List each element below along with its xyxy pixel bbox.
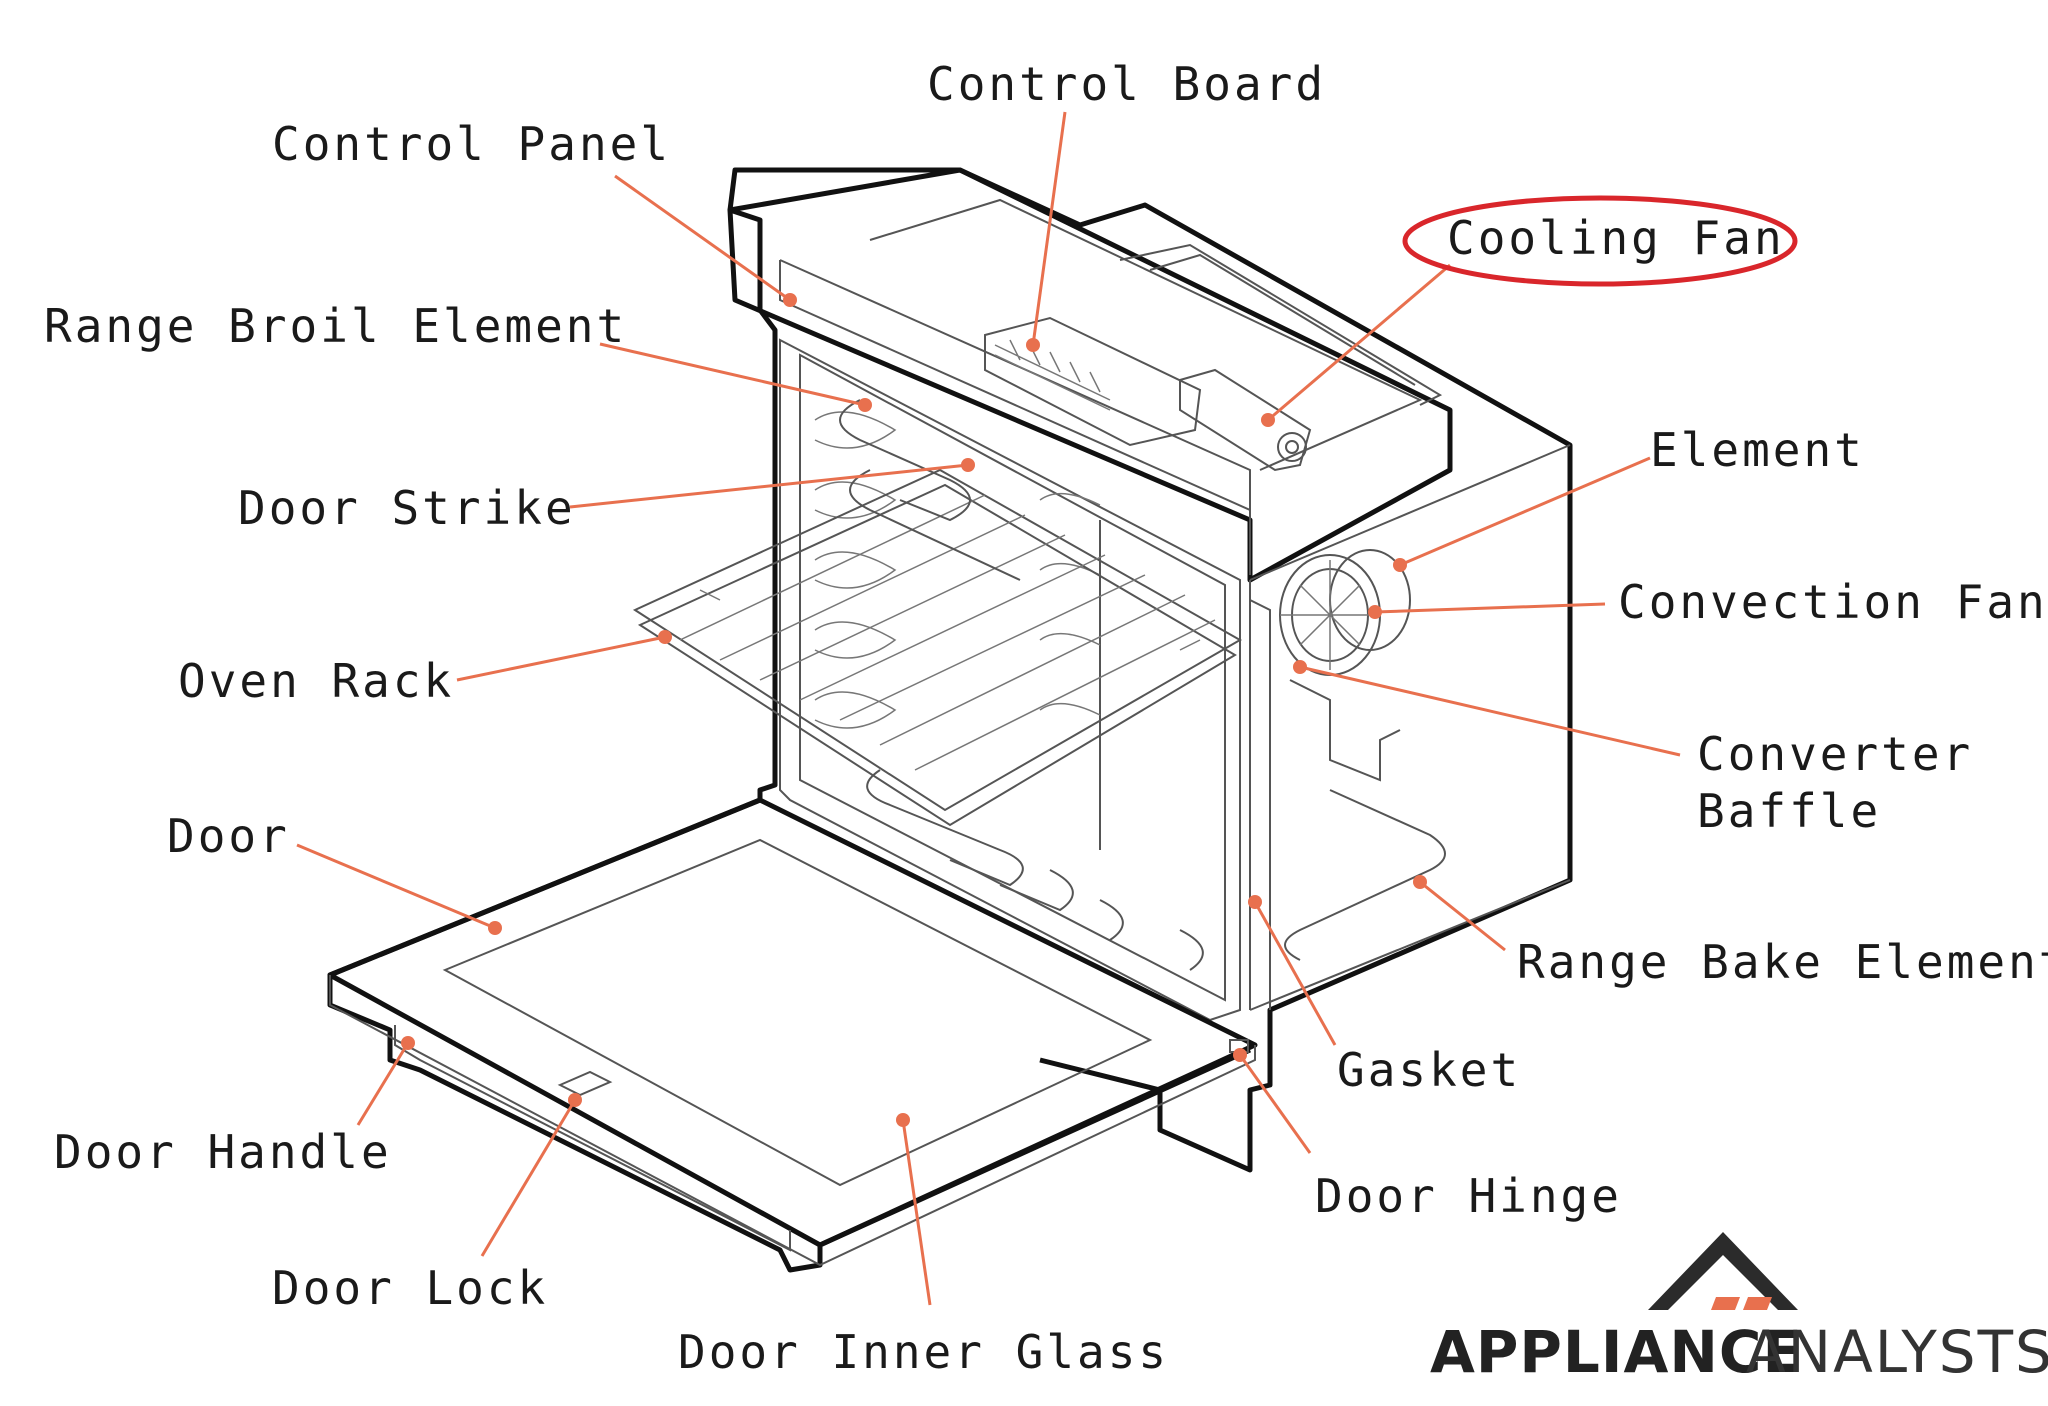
oven-rack-part	[632, 468, 1243, 827]
bake-element-part	[866, 769, 1446, 971]
label-convection-fan: Convection Fan	[1618, 575, 2048, 629]
control-board-part	[984, 316, 1202, 447]
label-door-lock: Door Lock	[272, 1261, 548, 1315]
label-oven-rack: Oven Rack	[178, 654, 454, 708]
leader-gasket	[1253, 901, 1337, 1046]
label-cooling-fan: Cooling Fan	[1447, 211, 1785, 265]
leader-convection-fan	[1374, 602, 1606, 614]
leader-control-board	[1031, 111, 1067, 346]
label-control-board: Control Board	[927, 57, 1326, 111]
leader-dot-door-inner-glass	[896, 1113, 910, 1127]
logo-roof-icon	[1648, 1232, 1798, 1310]
label-door-inner-glass: Door Inner Glass	[678, 1325, 1169, 1379]
leader-dot-oven-rack	[658, 630, 672, 644]
label-converter-baffle-line2: Baffle	[1697, 784, 1881, 838]
gasket-part	[1249, 599, 1271, 1010]
label-gasket: Gasket	[1337, 1043, 1521, 1097]
cooling-fan-part	[1179, 368, 1312, 472]
label-converter-baffle-line1: Converter	[1697, 727, 1973, 781]
converter-baffle-part	[1289, 679, 1401, 782]
leader-door-handle	[356, 1042, 410, 1126]
leader-control-panel	[614, 174, 791, 302]
leader-dot-door-strike	[961, 458, 975, 472]
leader-dot-door-handle	[401, 1036, 415, 1050]
leader-dot-door	[488, 921, 502, 935]
leader-door-inner-glass	[901, 1119, 932, 1306]
leader-dot-door-hinge	[1233, 1048, 1247, 1062]
labels: Control Board Control Panel Cooling Fan …	[44, 57, 2048, 1379]
leader-lines	[296, 111, 1681, 1306]
label-door: Door	[167, 809, 290, 863]
leader-dot-convection-fan	[1368, 605, 1382, 619]
label-door-strike: Door Strike	[238, 481, 576, 535]
label-door-handle: Door Handle	[54, 1125, 392, 1179]
leader-dot-range-bake-element	[1413, 875, 1427, 889]
cooling-fan-highlight-ring	[1402, 195, 1798, 287]
leader-dot-cooling-fan	[1261, 413, 1275, 427]
label-range-broil-element: Range Broil Element	[44, 299, 627, 353]
leader-converter-baffle	[1299, 665, 1681, 757]
leader-cooling-fan	[1267, 263, 1451, 422]
leader-door-strike	[569, 463, 969, 509]
broil-element-part	[839, 399, 1021, 581]
label-control-panel: Control Panel	[272, 117, 671, 171]
leader-door-lock	[480, 1099, 577, 1257]
leader-dot-converter-baffle	[1293, 660, 1307, 674]
leader-range-broil-element	[599, 342, 866, 407]
leader-dot-control-panel	[783, 293, 797, 307]
oven-illustration	[327, 167, 1573, 1273]
leader-dot-element	[1393, 558, 1407, 572]
appliance-analysts-logo: APPLIANCE ANALYSTS	[1430, 1232, 2048, 1386]
leader-oven-rack	[456, 635, 666, 682]
logo-text-light: ANALYSTS	[1746, 1318, 2048, 1386]
convection-fan-part	[1279, 549, 1411, 676]
leader-dot-control-board	[1026, 338, 1040, 352]
label-door-hinge: Door Hinge	[1315, 1169, 1622, 1223]
leader-element	[1399, 456, 1651, 567]
leader-dot-door-lock	[568, 1093, 582, 1107]
control-panel-block	[727, 167, 1453, 583]
leader-door	[296, 843, 496, 930]
leader-range-bake-element	[1419, 880, 1506, 952]
label-range-bake-element: Range Bake Element	[1517, 935, 2048, 989]
leader-dot-range-broil-element	[858, 398, 872, 412]
oven-door-part	[327, 797, 1258, 1267]
logo-text-bold: APPLIANCE	[1430, 1318, 1803, 1386]
leader-dot-gasket	[1248, 895, 1262, 909]
label-element: Element	[1650, 423, 1865, 477]
leader-door-hinge	[1238, 1054, 1312, 1154]
